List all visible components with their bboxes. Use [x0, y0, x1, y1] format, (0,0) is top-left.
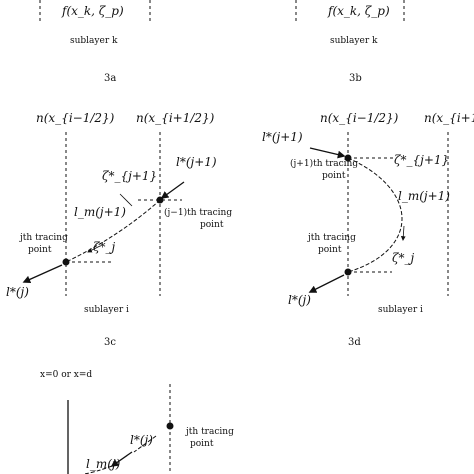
ray-arrow-bottom	[22, 264, 63, 284]
path-direction-arrow	[87, 245, 101, 253]
n-right-label: n(x_{i+1/2})	[136, 111, 215, 125]
tracing-point-label-2: point	[190, 439, 214, 449]
caption-3c: 3c	[104, 337, 116, 348]
ray-path	[65, 199, 161, 263]
zeta-bottom-label: ζ*_j	[93, 240, 116, 254]
sublayer-label: sublayer i	[378, 305, 423, 315]
tracing-point-lower-label-1: jth tracing	[19, 233, 68, 243]
n-right-label: n(x_{i+1/2})	[424, 111, 474, 125]
panel-3d: n(x_{i−1/2}) n(x_{i+1/2}) l*(j+1) ζ*_{j+…	[262, 111, 474, 348]
l-star-top-label: l*(j+1)	[176, 155, 217, 169]
path-direction-arrow	[400, 225, 406, 241]
panel-3a: f(x_k, ζ_p) sublayer k 3a	[39, 0, 151, 84]
panel-3c: n(x_{i−1/2}) n(x_{i+1/2}) l*(j+1) ζ*_{j+…	[6, 111, 232, 348]
ray-path	[347, 157, 403, 273]
tracing-point-lower-label-2: point	[318, 245, 342, 255]
n-left-label: n(x_{i−1/2})	[36, 111, 115, 125]
func-label: f(x_k, ζ_p)	[327, 4, 390, 18]
tracing-point-upper-label-1: (j+1)th tracing	[290, 158, 358, 169]
path-length-label: l_m(j+1)	[398, 189, 450, 203]
tracing-point	[166, 422, 174, 430]
tracing-point-lower-label-2: point	[28, 245, 52, 255]
tracing-point-lower-label-1: jth tracing	[307, 233, 356, 243]
ray-arrow-top	[110, 451, 133, 467]
func-label: f(x_k, ζ_p)	[61, 4, 124, 18]
boundary-label: x=0 or x=d	[40, 370, 92, 380]
zeta-top-label: ζ*_{j+1}	[102, 169, 157, 183]
tracing-point-upper-label-2: point	[322, 171, 346, 181]
caption-3d: 3d	[348, 337, 361, 348]
caption-3b: 3b	[349, 73, 362, 84]
l-star-top-label: l*(j)	[130, 433, 153, 447]
tracing-point-upper-label-1: (j−1)th tracing	[164, 207, 232, 218]
n-left-label: n(x_{i−1/2})	[320, 111, 399, 125]
tracing-point-label-1: jth tracing	[185, 427, 234, 437]
sublayer-label: sublayer k	[330, 36, 378, 46]
tick-mark	[119, 193, 133, 207]
ray-path-upper	[133, 435, 157, 453]
panel-3e: x=0 or x=d l*(j) jth tracing point l_m(j…	[40, 370, 234, 474]
ray-arrow-bottom	[308, 274, 345, 293]
sublayer-label: sublayer k	[70, 36, 118, 46]
path-length-label: l_m(j+1)	[74, 205, 126, 219]
ray-arrow-top	[160, 181, 185, 199]
zeta-bottom-label: ζ*_j	[392, 251, 415, 265]
tracing-point-upper-label-2: point	[200, 220, 224, 230]
path-length-label: l_m(j)	[86, 457, 121, 471]
panel-3b: f(x_k, ζ_p) sublayer k 3b	[295, 0, 405, 84]
zeta-top-label: ζ*_{j+1}	[394, 153, 449, 167]
sublayer-label: sublayer i	[84, 305, 129, 315]
l-star-bottom-label: l*(j)	[288, 293, 311, 307]
ray-arrow-top	[309, 147, 346, 159]
l-star-bottom-label: l*(j)	[6, 285, 29, 299]
caption-3a: 3a	[104, 73, 116, 84]
l-star-top-label: l*(j+1)	[262, 130, 303, 144]
